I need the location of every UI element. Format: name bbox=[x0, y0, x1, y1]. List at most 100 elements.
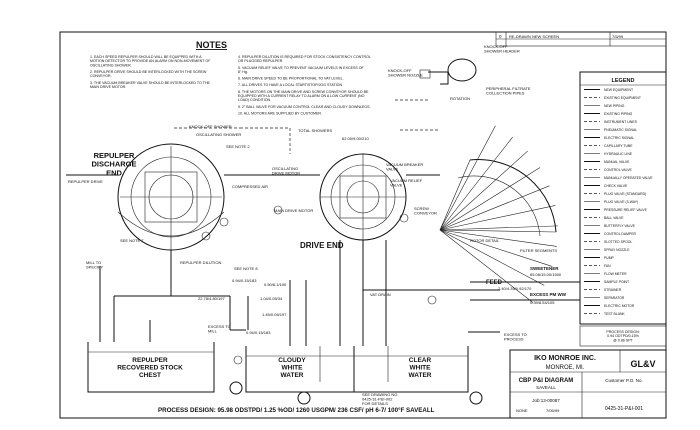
pump-cloudy bbox=[297, 391, 311, 405]
pump-clear bbox=[469, 391, 483, 405]
drive-end-label: DRIVE END bbox=[300, 241, 344, 250]
rotor-segment-line bbox=[439, 229, 534, 303]
legend-item-label: MANUALLY OPERATED VALVE bbox=[604, 176, 653, 180]
repulper-vat bbox=[117, 143, 225, 251]
legend-item-label: SLOTTED SPOOL bbox=[604, 240, 632, 244]
flow-value: 0.94/0.15/183 bbox=[246, 330, 271, 335]
flow-value: 2.40/4.35/0.92/170 bbox=[498, 286, 532, 291]
date: 7/05/99 bbox=[546, 408, 560, 413]
sweetener-label: SWEETENER bbox=[530, 266, 559, 271]
excess-pm-label: EXCESS PM WW bbox=[530, 292, 567, 297]
rotor-segment-line bbox=[439, 229, 553, 267]
process-design-footer: PROCESS DESIGN: 95.98 ODSTPD/ 1.25 %OD/ … bbox=[158, 407, 435, 414]
note-item: 5. VACUUM RELIEF VALVE TO PREVENT VACUUM… bbox=[238, 66, 365, 74]
company-location: MONROE, MI. bbox=[546, 365, 585, 371]
revision-block: 0 RE-DRAWN NEW SCREEN 7/5/99 bbox=[495, 31, 667, 47]
rotor-segment-line bbox=[439, 225, 558, 231]
scale: NONE bbox=[516, 408, 528, 413]
pump-chest bbox=[229, 381, 243, 395]
rotor-detail-label: ROTOR DETAIL bbox=[470, 238, 500, 243]
process-design-box: PROCESS DESIGN:0.94 ODTPD/0.15%@ 0.86 SP… bbox=[579, 325, 667, 347]
main-drive-motor-label: MAIN DRIVE MOTOR bbox=[274, 208, 313, 213]
legend-item-label: SPRAY NOZZLE bbox=[604, 248, 630, 252]
notes-section: NOTES 1. EACH SPEED REPULPER SHOULD WILL… bbox=[90, 40, 371, 115]
rotor-segment-line bbox=[439, 150, 528, 231]
note-item: 8. THE MOTORS ON THE MAIN DRIVE AND SCRE… bbox=[238, 90, 369, 102]
flow-value: 0.94/0.15/183 bbox=[232, 278, 257, 283]
flow-values: 0.94/0.15/183 22.78/4.80/197 1.04/0.05/3… bbox=[198, 136, 562, 335]
legend-item-label: ELECTRIC MOTOR bbox=[604, 304, 635, 308]
legend-item-label: STRAINER bbox=[604, 288, 622, 292]
legend-item-label: INSTRUMENT LINES bbox=[604, 120, 638, 124]
process-design-box-text: PROCESS DESIGN:0.94 ODTPD/0.15%@ 0.86 SP… bbox=[606, 330, 639, 342]
flow-value: 1.04/0.05/34 bbox=[260, 296, 283, 301]
knock-off-shower-header bbox=[419, 58, 477, 85]
glv-logo: GL&V bbox=[630, 359, 655, 369]
legend-item-label: PNEUMATIC SIGNAL bbox=[604, 128, 637, 132]
total-showers-label: TOTAL SHOWERS bbox=[298, 128, 332, 133]
revision-description: RE-DRAWN NEW SCREEN bbox=[509, 34, 559, 39]
white-water-tanks bbox=[245, 346, 469, 393]
legend-item-label: CAPILLARY TUBE bbox=[604, 144, 633, 148]
note-item: 7. ALL DRIVES TO HAVE A LOCAL START/STOP… bbox=[238, 83, 343, 87]
note-item: 4. REPULPER DILUTION IS REQUIRED FOR STO… bbox=[238, 55, 371, 63]
flow-value: 22.78/4.80/197 bbox=[198, 296, 225, 301]
legend-item-label: EXISTING EQUIPMENT bbox=[604, 96, 641, 100]
drawing-number: 0425-31-P&I-001 bbox=[605, 406, 643, 412]
repulper-drive-label: REPULPER DRIVE bbox=[68, 179, 103, 184]
legend-item-label: PUMP bbox=[604, 256, 615, 260]
revision-number: 0 bbox=[499, 34, 502, 39]
rotation-label: ROTATION bbox=[450, 96, 470, 101]
see-note-2-label: SEE NOTE 2 bbox=[226, 144, 250, 149]
legend-item-label: PLUG VALVE (3-WAY) bbox=[604, 200, 638, 204]
note-item: 10. ALL MOTORS ARE SUPPLIED BY CUSTOMER. bbox=[238, 111, 322, 115]
note-item: 3. THE VACUUM BREAKER VALVE SHOULD BE IN… bbox=[90, 81, 211, 89]
compressed-air-label: COMPRESSED AIR bbox=[232, 184, 268, 189]
repulper-recovered-stock-chest bbox=[87, 320, 215, 393]
legend-item-label: BUTTERFLY VALVE bbox=[604, 224, 636, 228]
legend-item-label: CONTROL VALVE bbox=[604, 168, 633, 172]
company-name: IKO MONROE INC. bbox=[534, 355, 596, 362]
legend-item-label: PLUG VALVE (STANDARD) bbox=[604, 192, 646, 196]
legend-item-label: ELECTRIC SIGNAL bbox=[604, 136, 634, 140]
note-item: 2. REPULPER DRIVE SHOULD BE INTERLOCKED … bbox=[90, 70, 207, 78]
note-item: 1. EACH SPEED REPULPER SHOULD WILL BE EQ… bbox=[90, 55, 211, 67]
legend-item-label: NEW PIPING bbox=[604, 104, 625, 108]
saveall-drum bbox=[319, 153, 407, 241]
legend-item-label: FAN bbox=[604, 264, 611, 268]
rotor-segment-line bbox=[439, 229, 545, 286]
job-number: Job:13-00087 bbox=[532, 398, 560, 403]
rotor-segment-line bbox=[439, 136, 513, 231]
flow-value: 62.00/9.00/210 bbox=[342, 136, 369, 141]
rotor-segment-line bbox=[439, 125, 496, 231]
rotor-segment-line bbox=[439, 205, 556, 231]
legend-item-label: HYDRAULIC LINE bbox=[604, 152, 633, 156]
revision-date: 7/5/99 bbox=[612, 34, 624, 39]
legend-item-label: EXISTING PIPING bbox=[604, 112, 633, 116]
customer-po: Customer P.O. No. bbox=[605, 378, 642, 383]
flow-value: 0.50/8.1/100 bbox=[264, 282, 287, 287]
oscillating-shower-label: OSCILLATING SHOWER bbox=[196, 132, 241, 137]
title-block: IKO MONROE INC. MONROE, MI. GL&V CBP P&I… bbox=[509, 349, 667, 419]
legend-title: LEGEND bbox=[612, 78, 635, 84]
note-item: 6. MAIN DRIVE SPEED TO BE PROPORTIONAL T… bbox=[238, 77, 344, 81]
legend-item-label: CONTROL DAMPER bbox=[604, 232, 636, 236]
rotor-segment-line bbox=[439, 185, 550, 231]
rotor-segment-line bbox=[439, 167, 541, 231]
flow-value: 0.39/8.54/105 bbox=[530, 300, 555, 305]
rotor-detail-drawing bbox=[439, 125, 558, 303]
drawing-subtitle: SAVEALL bbox=[536, 385, 556, 390]
feed-label: FEED bbox=[486, 280, 503, 286]
